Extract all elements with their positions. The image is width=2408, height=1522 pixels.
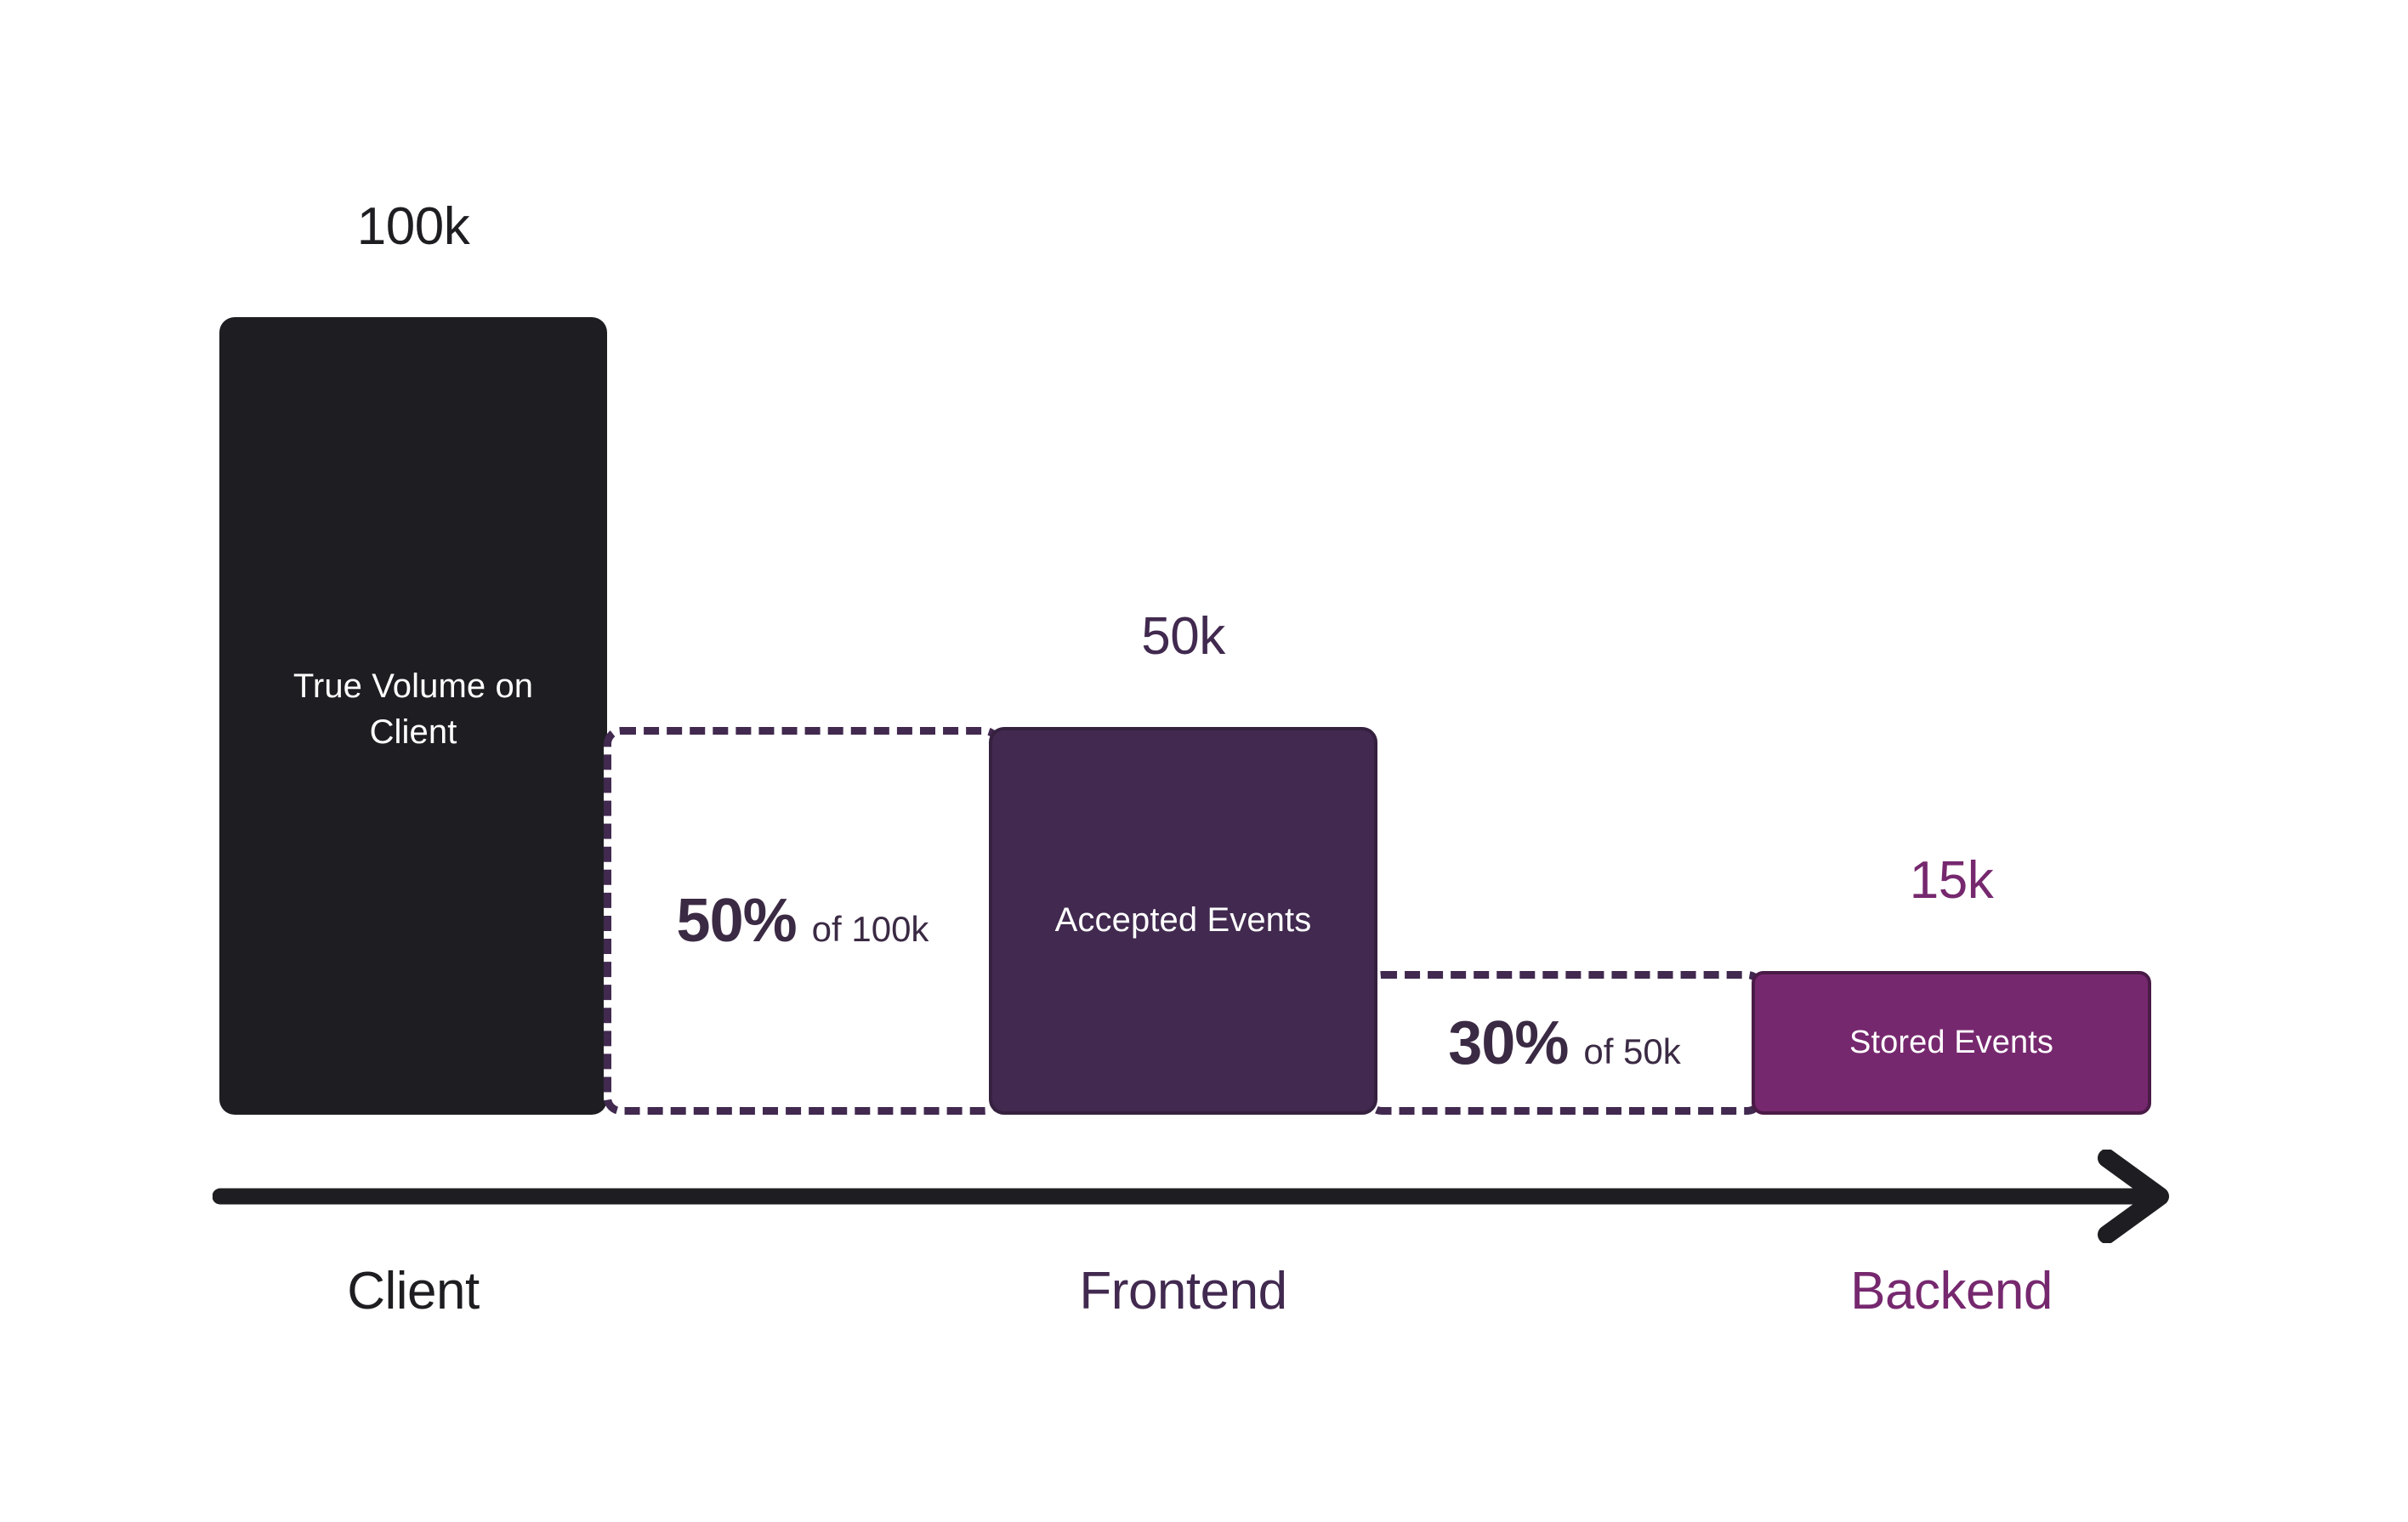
bar-label-backend: Stored Events: [1849, 1025, 2053, 1061]
axis-label-frontend: Frontend: [1079, 1262, 1287, 1320]
drop-annotation-one: 50% of 100k: [677, 886, 929, 956]
bar-label-frontend: Accepted Events: [1054, 901, 1312, 940]
drop-basis-one: of 100k: [811, 909, 929, 949]
drop-box-frontend-to-backend: 30% of 50k: [1365, 971, 1764, 1115]
bar-label-client: True Volume on Client: [292, 667, 534, 751]
drop-annotation-two: 30% of 50k: [1448, 1008, 1681, 1078]
bar-client: True Volume on Client: [219, 317, 607, 1115]
value-label-client: 100k: [356, 197, 470, 256]
drop-box-client-to-frontend: 50% of 100k: [604, 727, 1002, 1115]
bar-backend: Stored Events: [1752, 971, 2151, 1115]
value-label-frontend: 50k: [1141, 607, 1225, 666]
arrow-right-icon: [213, 1150, 2169, 1243]
bar-frontend: Accepted Events: [989, 727, 1377, 1115]
drop-basis-two: of 50k: [1583, 1031, 1681, 1071]
axis-label-backend: Backend: [1850, 1262, 2053, 1320]
axis-label-client: Client: [347, 1262, 480, 1320]
drop-percent-one: 50%: [676, 887, 798, 955]
value-label-backend: 15k: [1909, 851, 1994, 910]
drop-percent-two: 30%: [1448, 1008, 1569, 1077]
